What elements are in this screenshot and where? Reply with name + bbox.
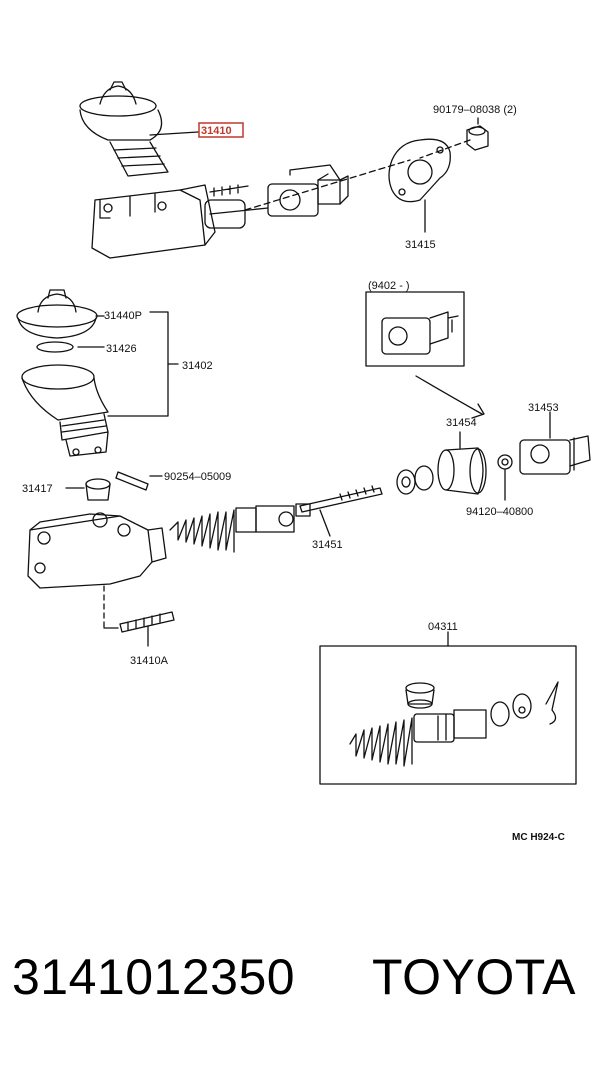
label-31440p: 31440P: [104, 310, 142, 322]
nut-90179-part: [419, 117, 489, 159]
brand-name: TOYOTA: [372, 949, 576, 1005]
clevis-31453-part: [519, 411, 591, 475]
inset-9402: [365, 291, 485, 419]
master-cylinder-body: [27, 505, 295, 647]
master-cylinder-assembly-top: [79, 81, 411, 259]
label-31410: 31410: [201, 125, 232, 137]
footer: 3141012350 TOYOTA: [0, 948, 600, 1028]
label-31426: 31426: [106, 343, 137, 355]
label-90254: 90254–05009: [164, 471, 231, 483]
reservoir-exploded: [16, 289, 179, 501]
label-31410a: 31410A: [130, 655, 169, 667]
highlight-box: [198, 122, 244, 138]
push-rod-31451-part: [295, 485, 383, 537]
parts-diagram: 31410 90179–08038 (2) 31415 31440P 31426…: [16, 81, 591, 843]
label-31453: 31453: [528, 402, 559, 414]
boot-31454-part: [396, 431, 487, 495]
ring-94120-part: [497, 454, 513, 501]
label-90179: 90179–08038 (2): [433, 104, 517, 116]
label-9402: (9402 - ): [368, 280, 410, 292]
label-94120: 94120–40800: [466, 506, 533, 518]
label-31454: 31454: [446, 417, 477, 429]
label-31415: 31415: [405, 239, 436, 251]
gasket-31415-part: [388, 138, 451, 233]
part-number: 3141012350: [12, 949, 296, 1005]
label-31402: 31402: [182, 360, 213, 372]
label-04311: 04311: [428, 621, 458, 633]
label-31417: 31417: [22, 483, 53, 495]
repair-kit-04311: [319, 631, 577, 785]
diagram-code: MC H924-C: [512, 832, 565, 843]
label-31451: 31451: [312, 539, 343, 551]
